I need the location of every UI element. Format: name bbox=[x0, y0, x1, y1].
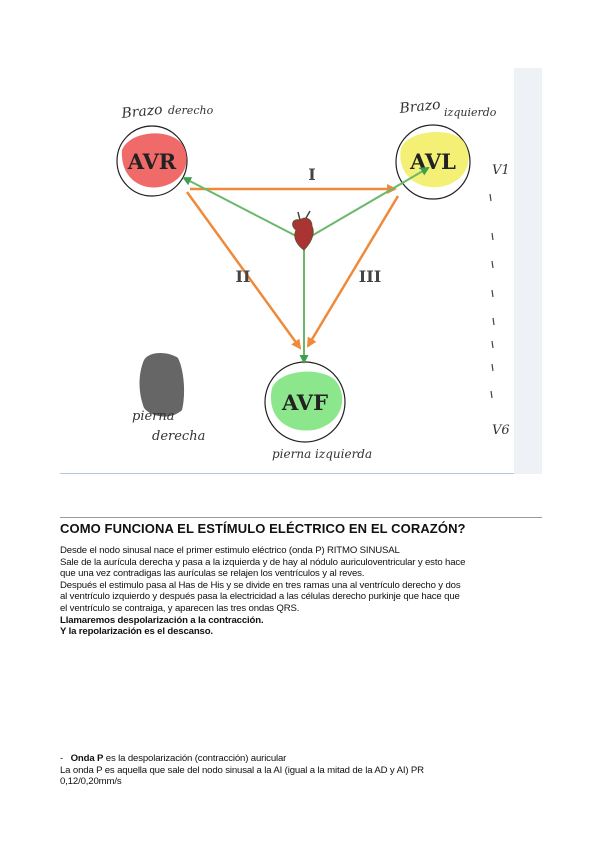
onda-p-desc: es la despolarización (contracción) auri… bbox=[103, 753, 287, 764]
avl-node: AVL bbox=[395, 124, 471, 200]
lead-ii-label: II bbox=[236, 267, 251, 286]
heart-icon bbox=[292, 210, 314, 251]
section-heading: COMO FUNCIONA EL ESTÍMULO ELÉCTRICO EN E… bbox=[60, 521, 466, 536]
margin-strip bbox=[514, 68, 542, 474]
text-line: el ventrículo se contraiga, y aparecen l… bbox=[60, 602, 300, 614]
right-leg-text-2: derecha bbox=[152, 429, 205, 444]
avf-node: AVF bbox=[264, 361, 346, 443]
onda-p-definition: - Onda P es la despolarización (contracc… bbox=[60, 753, 550, 788]
bullet: - bbox=[60, 753, 64, 764]
right-arm-text-1: Brazo bbox=[120, 102, 164, 122]
text-line: 0,12/0,20mm/s bbox=[60, 776, 122, 788]
figure-divider bbox=[60, 473, 514, 474]
avf-label: AVF bbox=[281, 390, 328, 415]
green-vector-avl bbox=[307, 166, 430, 239]
heading-divider bbox=[60, 517, 542, 518]
left-leg-text: pierna izquierda bbox=[272, 447, 372, 461]
text-line: Sale de la aurícula derecha y pasa a la … bbox=[60, 556, 466, 568]
lead-iii-label: III bbox=[359, 267, 381, 286]
lead-ii-arrow bbox=[185, 191, 302, 350]
v6-label: V6 bbox=[492, 423, 510, 438]
avr-node: AVR bbox=[116, 125, 188, 197]
left-arm-text-2: izquierdo bbox=[444, 106, 497, 119]
green-vector-avr bbox=[182, 177, 301, 239]
v1-label: V1 bbox=[492, 163, 510, 178]
text-line: Desde el nodo sinusal nace el primer est… bbox=[60, 545, 400, 556]
bold-line: Y la repolarización es el descanso. bbox=[60, 626, 213, 638]
einthoven-triangle-figure: AVR AVL AVF I II III Brazo derecho Brazo… bbox=[116, 97, 510, 461]
right-leg-scribble bbox=[139, 353, 185, 417]
explanation-paragraph: Desde el nodo sinusal nace el primer est… bbox=[60, 545, 550, 638]
lead-iii-arrow bbox=[306, 195, 400, 348]
onda-p-line: - Onda P es la despolarización (contracc… bbox=[60, 753, 550, 765]
text-line: La onda P es aquella que sale del nodo s… bbox=[60, 764, 424, 776]
avr-label: AVR bbox=[127, 149, 177, 174]
lead-i-label: I bbox=[308, 165, 315, 184]
precordial-ticks bbox=[489, 193, 495, 399]
onda-p-term: Onda P bbox=[70, 753, 104, 764]
avl-label: AVL bbox=[409, 149, 456, 174]
left-arm-text-1: Brazo bbox=[398, 97, 442, 117]
right-leg-text-1: pierna bbox=[132, 409, 175, 424]
bold-line: Llamaremos despolarización a la contracc… bbox=[60, 614, 264, 626]
text-line: que una vez contradigas las aurículas se… bbox=[60, 568, 365, 580]
text-line: Después el estimulo pasa al Has de His y… bbox=[60, 579, 461, 591]
right-arm-text-2: derecho bbox=[168, 104, 214, 117]
text-line: al ventrículo izquierdo y después pasa l… bbox=[60, 591, 460, 603]
